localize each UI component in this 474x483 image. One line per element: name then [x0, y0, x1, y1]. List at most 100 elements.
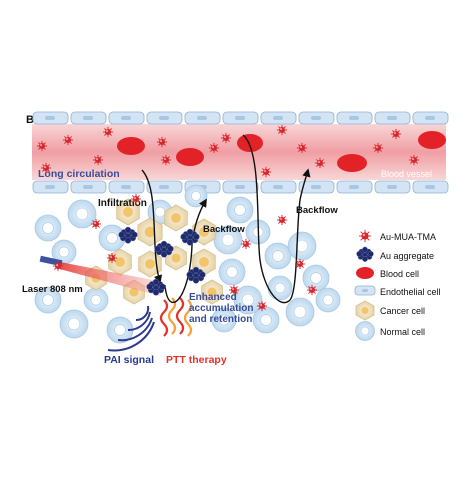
cancer-nucleus: [171, 253, 181, 263]
endothelial-nucleus: [311, 116, 321, 120]
infiltration-arrow: [141, 169, 163, 284]
panel-label: B: [26, 114, 34, 126]
au-mua-tma-particle: [220, 132, 232, 144]
normal-nucleus: [90, 294, 102, 306]
blood-cell-icon: [356, 267, 374, 279]
laser-beam: [56, 262, 163, 296]
au-mua-tma-particle: [260, 166, 272, 178]
particle-core: [361, 232, 369, 240]
particle-core: [259, 303, 265, 309]
endothelial-nucleus: [235, 116, 245, 120]
particle-highlight: [164, 158, 167, 161]
backflow-label-2: Backflow: [296, 205, 338, 216]
au-mua-tma-particle: [106, 252, 118, 264]
normal-nucleus: [191, 191, 201, 201]
aggregate-bead: [154, 245, 161, 253]
particle-core: [159, 139, 165, 145]
legend-label: Endothelial cell: [380, 287, 441, 297]
normal-nucleus: [221, 233, 235, 247]
particle-core: [393, 131, 399, 137]
aggregate-bead: [152, 278, 160, 286]
aggregate-bead: [362, 246, 368, 253]
normal-nucleus: [75, 207, 89, 221]
particle-core: [43, 165, 49, 171]
pai-signal-waves: [107, 305, 155, 352]
particle-core: [263, 169, 269, 175]
endothelial-nucleus: [197, 116, 207, 120]
normal-nucleus: [293, 305, 307, 319]
aggregate-bead: [118, 231, 125, 239]
normal-nucleus: [322, 294, 334, 306]
endothelial-nucleus: [425, 116, 435, 120]
endothelial-nucleus: [83, 185, 93, 189]
particle-highlight: [94, 222, 97, 225]
legend-item-au-mua-tma: Au-MUA-TMA: [358, 229, 436, 243]
aggregate-bead: [159, 283, 166, 290]
au-mua-tma-particle: [36, 140, 48, 152]
au-mua-tma-particle: [130, 193, 142, 205]
blood-cell: [176, 148, 204, 166]
au-mua-tma-particle: [296, 142, 308, 154]
endothelial-nucleus: [273, 185, 283, 189]
epr-label-line3: and retention: [189, 314, 252, 325]
normal-nucleus: [154, 206, 166, 218]
backflow-arrow-1: [164, 198, 207, 304]
legend-item-blood-cell: Blood cell: [356, 267, 419, 279]
particle-highlight: [280, 128, 283, 131]
particle-highlight: [412, 158, 415, 161]
au-mua-tma-particle: [90, 218, 102, 230]
endothelial-nucleus: [83, 116, 93, 120]
legend-label: Cancer cell: [380, 306, 425, 316]
au-aggregate: [356, 246, 374, 262]
au-mua-tma-particle: [390, 128, 402, 140]
blood-cell: [337, 154, 367, 172]
endothelial-nucleus: [425, 185, 435, 189]
au-mua-tma-particle: [102, 126, 114, 138]
particle-core: [297, 261, 303, 267]
cancer-nucleus: [129, 287, 139, 297]
au-aggregate: [118, 226, 138, 244]
aggregate-bead: [362, 256, 368, 262]
aggregate-bead: [186, 271, 193, 278]
legend-item-endothelial-cell: Endothelial cell: [354, 285, 441, 297]
particle-highlight: [232, 288, 235, 291]
particle-highlight: [318, 161, 321, 164]
endothelial-nucleus: [121, 185, 131, 189]
normal-nucleus: [234, 204, 246, 216]
normal-nucleus: [58, 246, 70, 258]
normal-nucleus: [226, 266, 238, 278]
cancer-nucleus: [207, 287, 217, 297]
particle-core: [375, 145, 381, 151]
long-circulation-label: Long circulation: [38, 168, 120, 180]
blood-cell: [237, 134, 263, 152]
endothelial-nucleus: [45, 185, 55, 189]
au-mua-tma-particle: [372, 142, 384, 154]
particle-highlight: [56, 264, 59, 267]
au-mua-tma-particle: [160, 154, 172, 166]
aggregate-bead: [152, 289, 160, 296]
endothelial-layer-bottom: [32, 180, 449, 194]
aggregate-bead: [124, 237, 132, 244]
endothelial-nucleus: [311, 185, 321, 189]
cancer-nucleus: [145, 259, 155, 269]
particle-core: [163, 157, 169, 163]
au-mua-tma-particle: [92, 154, 104, 166]
aggregate-bead: [146, 283, 153, 290]
au-aggregate: [154, 240, 174, 258]
flow-arrows: [141, 134, 311, 304]
blood-cells: [117, 131, 446, 172]
vessel-lumen: [32, 124, 446, 180]
cancer-nucleus: [199, 257, 209, 267]
au-mua-tma-particle: [240, 238, 252, 250]
particle-highlight: [106, 130, 109, 133]
epr-label-line2: accumulation: [189, 303, 253, 314]
particle-highlight: [280, 218, 283, 221]
blood-vessel-label: Blood vessel: [381, 169, 432, 179]
au-mua-tma-particle: [408, 154, 420, 166]
legend-label: Normal cell: [380, 327, 425, 337]
aggregate-bead: [199, 271, 206, 278]
normal-nucleus: [67, 317, 81, 331]
infiltration-label: Infiltration: [98, 198, 147, 209]
particle-core: [231, 287, 237, 293]
aggregate-bead: [160, 251, 168, 258]
